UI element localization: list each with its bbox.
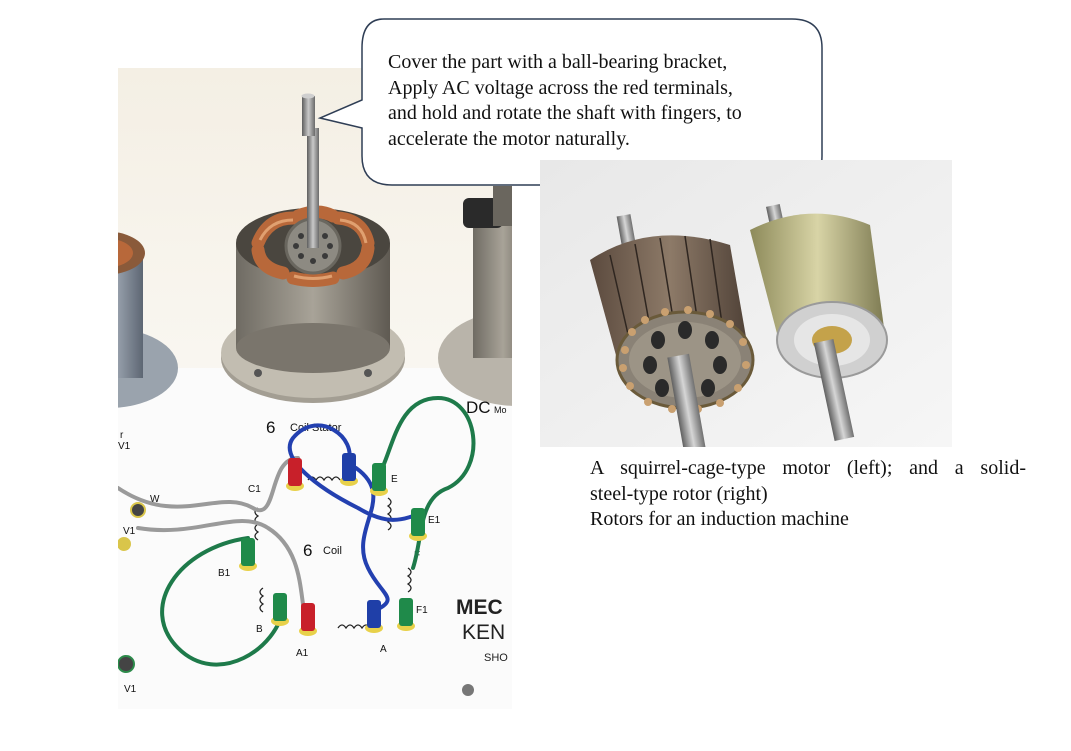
terminal-e-label: E — [391, 474, 398, 485]
dc-suffix-label: Mo — [494, 405, 507, 415]
banana-terminals — [118, 453, 474, 696]
callout-line: Cover the part with a ball-bearing brack… — [388, 51, 728, 73]
rotors-photo — [540, 160, 952, 447]
left-motor — [118, 232, 178, 408]
solid-steel-rotor — [750, 203, 888, 441]
callout-line: accelerate the motor naturally. — [388, 127, 630, 150]
terminal-f1-label: F1 — [416, 605, 428, 616]
callout-line: Apply AC voltage across the red terminal… — [388, 76, 733, 99]
terminal-e1-label: E1 — [428, 515, 441, 526]
brand-line3-label: SHO — [484, 652, 508, 664]
caption-line: steel-type rotor (right) — [590, 482, 768, 505]
center-stator-motor — [221, 93, 405, 403]
caption-line: A squirrel-cage-type motor (left); and a… — [590, 457, 1026, 479]
terminal-r-label: r — [120, 430, 124, 441]
terminal-b-label: B — [256, 624, 263, 635]
dc-label: DC — [466, 398, 491, 417]
terminal-v1-top-label: V1 — [118, 441, 131, 452]
terminal-b1-label: B1 — [218, 568, 231, 579]
dc-motor — [438, 186, 512, 406]
rotor-caption: A squirrel-cage-type motor (left); and a… — [590, 456, 1026, 533]
terminal-c1-label: C1 — [248, 484, 261, 495]
coil-text-label: Coil — [323, 545, 342, 557]
brand-line2-label: KEN — [462, 621, 505, 644]
caption-line: Rotors for an induction machine — [590, 508, 849, 530]
callout-line: and hold and rotate the shaft with finge… — [388, 102, 742, 124]
brand-line1-label: MEC — [456, 596, 503, 619]
terminal-a1-label: A1 — [296, 648, 309, 659]
callout-text: Cover the part with a ball-bearing brack… — [388, 50, 818, 152]
stator-number-label: 6 — [266, 418, 275, 437]
coil-number-label: 6 — [303, 541, 312, 560]
terminal-v1-mid-label: V1 — [123, 526, 136, 537]
terminal-a-label: A — [380, 644, 387, 655]
squirrel-cage-rotor — [590, 214, 755, 447]
terminal-w-label: W — [150, 494, 160, 505]
terminal-v1-bottom-label: V1 — [124, 684, 137, 695]
callout-bubble — [317, 18, 823, 186]
